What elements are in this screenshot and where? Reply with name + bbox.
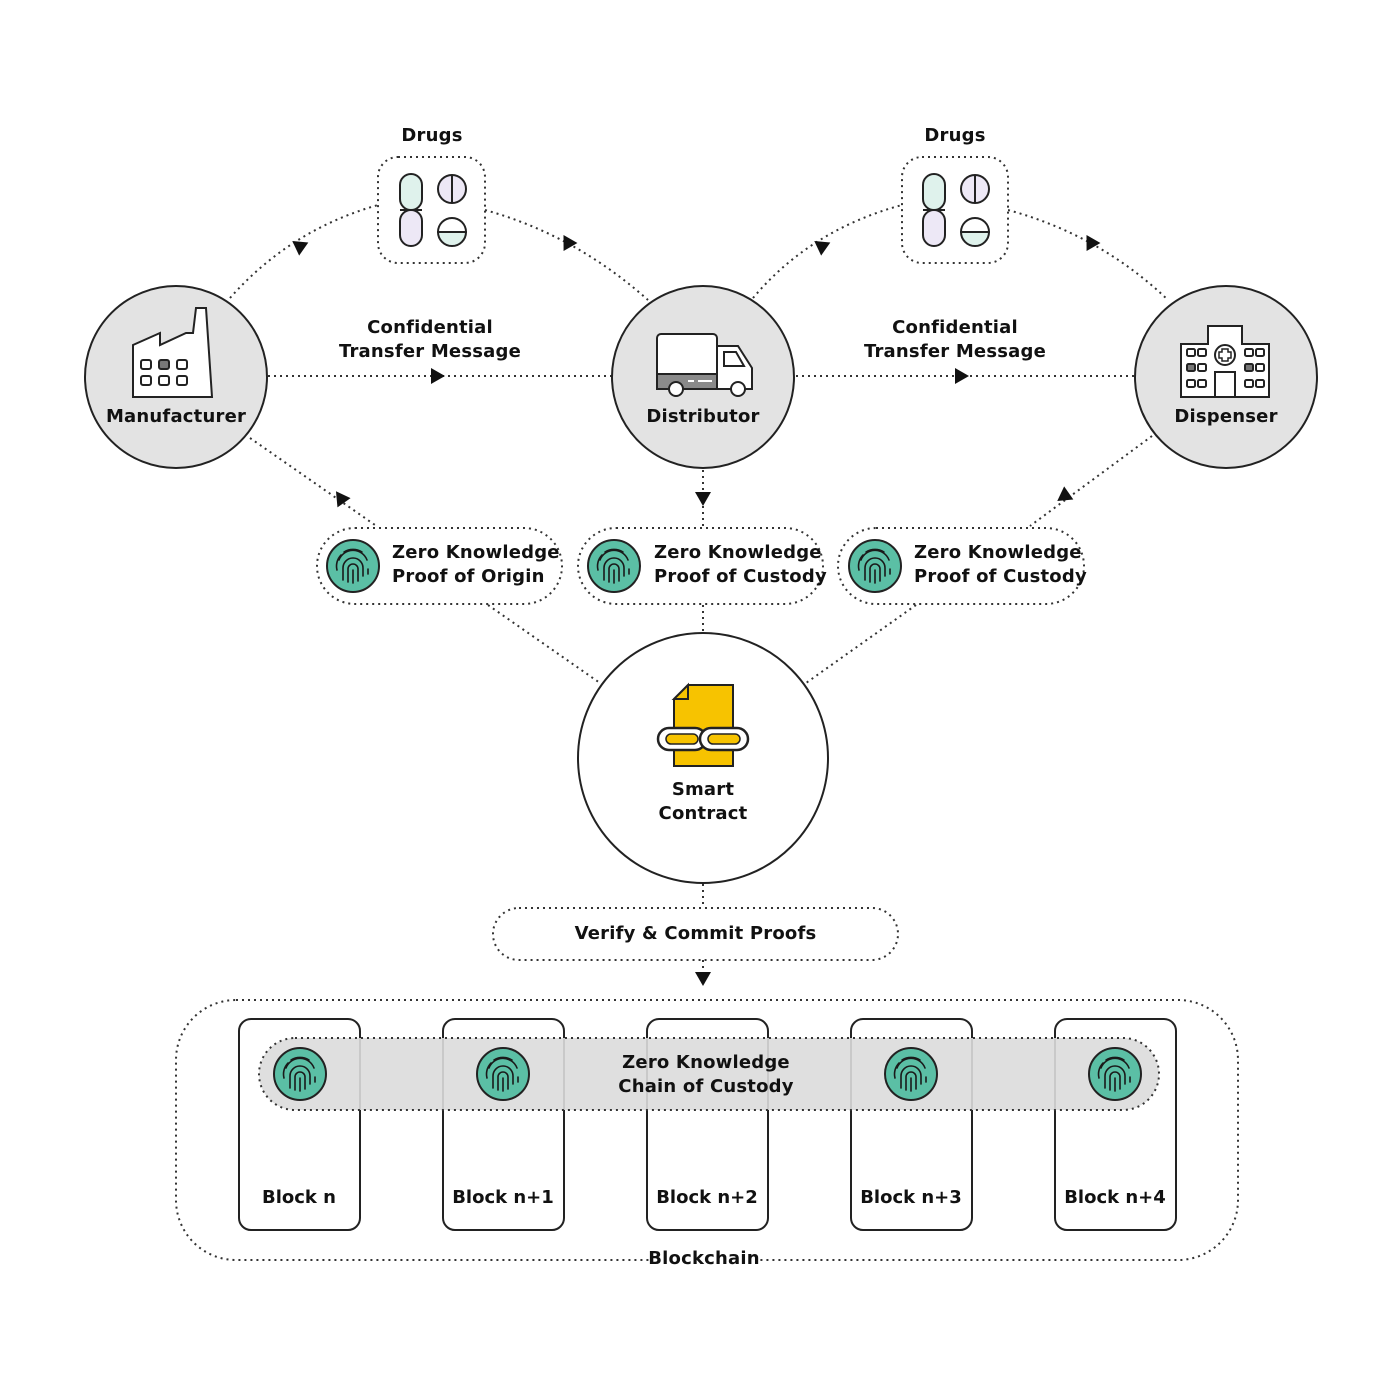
dispenser-node [1134,285,1318,469]
proof-of-custody-dispenser [837,527,1085,605]
block-label: Block n+1 [452,1187,554,1208]
proof-line2: Proof of Custody [654,566,827,587]
proof-of-custody-distributor [577,527,824,605]
manufacturer-label: Manufacturer [105,406,247,427]
fingerprint-icon [884,1047,938,1101]
fingerprint-icon [1088,1047,1142,1101]
distributor-label: Distributor [646,406,760,427]
fingerprint-icon [848,539,902,593]
proof-custody-text-2: Zero Knowledge Proof of Custody [914,541,1087,589]
transfer-message-line1: Confidential [367,317,493,338]
chain-of-custody-label: Zero Knowledge Chain of Custody [596,1051,816,1099]
factory-icon [132,307,214,398]
fingerprint-icon [476,1047,530,1101]
transfer-message-line1: Confidential [892,317,1018,338]
hospital-icon [1180,325,1270,398]
verify-label: Verify & Commit Proofs [574,923,817,944]
drugs-label-1: Drugs [401,125,463,146]
smart-contract-line1: Smart [671,779,735,800]
fingerprint-icon [587,539,641,593]
fingerprint-icon [273,1047,327,1101]
chain-line2: Chain of Custody [618,1076,794,1097]
proof-line2: Proof of Custody [914,566,1087,587]
smart-contract-line2: Contract [658,803,748,824]
drugs-box [377,156,486,264]
arrowheads [292,234,1101,986]
blockchain-label: Blockchain [648,1248,760,1269]
proof-custody-text-1: Zero Knowledge Proof of Custody [654,541,827,589]
blockchain-label-gap [650,1248,758,1272]
proof-origin-text: Zero Knowledge Proof of Origin [392,541,560,589]
verify-box [492,907,899,961]
proof-line1: Zero Knowledge [914,542,1082,563]
transfer-message-2: Confidential Transfer Message [855,316,1055,364]
distributor-node [611,285,795,469]
contract-chain-icon [656,682,750,767]
fingerprint-icon [326,539,380,593]
block-label: Block n+3 [860,1187,962,1208]
drugs-label-2: Drugs [924,125,986,146]
dispenser-label: Dispenser [1174,406,1278,427]
chain-line1: Zero Knowledge [622,1052,790,1073]
transfer-message-line2: Transfer Message [863,341,1047,362]
block-label: Block n+4 [1064,1187,1166,1208]
proof-line1: Zero Knowledge [392,542,560,563]
truck-icon [656,333,753,397]
drugs-box [901,156,1009,264]
proof-line1: Zero Knowledge [654,542,822,563]
smart-contract-node [577,632,829,884]
block-label: Block n [262,1187,336,1208]
block-label: Block n+2 [656,1187,758,1208]
transfer-message-1: Confidential Transfer Message [330,316,530,364]
proof-of-origin [316,527,563,605]
proof-line2: Proof of Origin [392,566,545,587]
manufacturer-node [84,285,268,469]
smart-contract-label: Smart Contract [623,778,783,826]
transfer-message-line2: Transfer Message [338,341,522,362]
